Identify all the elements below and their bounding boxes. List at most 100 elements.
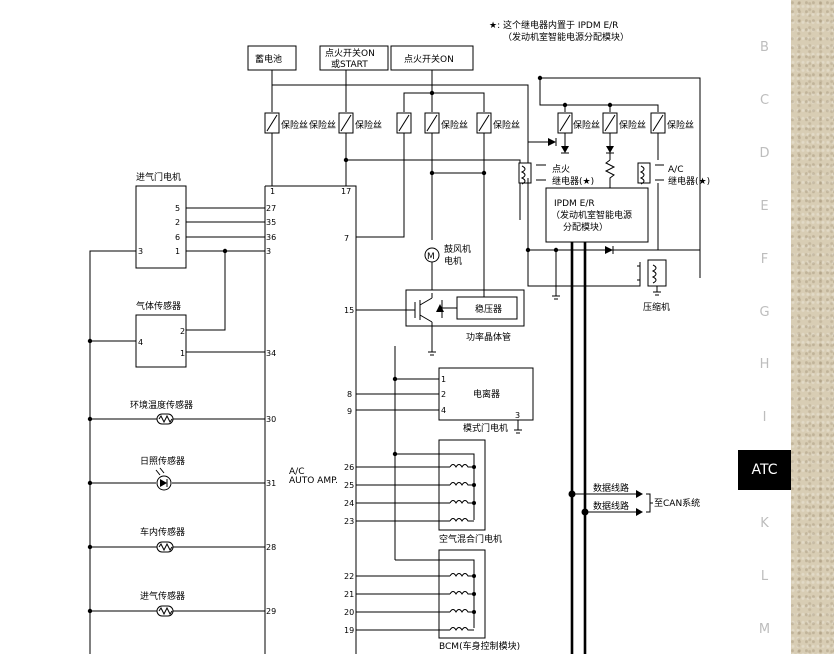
fuse-label-6: 保险丝 <box>573 119 600 131</box>
pin-36: 36 <box>266 233 276 242</box>
sidebar-paper-texture <box>791 0 834 654</box>
battery-box <box>247 45 297 71</box>
ipdm-label-1: IPDM E/R <box>554 199 595 209</box>
ipdm-label-2: （发动机室智能电源 <box>551 209 632 221</box>
tab-l[interactable]: L <box>760 569 769 584</box>
pin-9: 9 <box>347 407 352 416</box>
ambient-sensor-label: 环境温度传感器 <box>130 399 193 411</box>
ignition-relay-label-2: 继电器(★) <box>552 175 594 187</box>
pin-25: 25 <box>344 481 354 490</box>
tab-b[interactable]: B <box>760 40 769 55</box>
amp-label-1: A/C <box>289 467 304 477</box>
fuse-label-3: 保险丝 <box>355 119 382 131</box>
regulator-label: 稳压器 <box>475 303 502 315</box>
pin-8: 8 <box>347 390 352 399</box>
pin-35: 35 <box>266 218 276 227</box>
compressor-label: 压缩机 <box>643 301 670 313</box>
fuse-label-1: 保险丝 <box>281 119 308 131</box>
pin-20: 20 <box>344 608 354 617</box>
pin-28: 28 <box>266 543 276 552</box>
intake-motor-pin-3: 3 <box>138 247 143 256</box>
ipdm-label-3: 分配模块） <box>563 221 608 233</box>
tab-g[interactable]: G <box>759 305 770 320</box>
tab-f[interactable]: F <box>760 252 769 267</box>
pin-17: 17 <box>341 187 351 196</box>
intake-motor-pin-1: 1 <box>175 247 180 256</box>
ionizer-pin-2: 2 <box>441 390 446 399</box>
pin-7: 7 <box>344 234 349 243</box>
pin-31: 31 <box>266 479 276 488</box>
air-mix-motor-label: 空气混合门电机 <box>439 533 502 545</box>
ionizer-pin-1: 1 <box>441 375 446 384</box>
mode-door-motor-label: 模式门电机 <box>463 422 508 434</box>
ignition-relay-label-1: 点火 <box>552 164 570 175</box>
blower-motor-label-1: 鼓风机 <box>444 243 471 255</box>
svg-text:M: M <box>427 252 435 262</box>
pin-24: 24 <box>344 499 354 508</box>
pin-3: 3 <box>266 247 271 256</box>
data-line-label-1: 数据线路 <box>593 482 629 494</box>
relay-note-line2: （发动机室智能电源分配模块） <box>503 31 629 43</box>
gas-sensor-pin-2: 2 <box>180 327 185 336</box>
can-system-label: 至CAN系统 <box>654 497 700 509</box>
tab-i[interactable]: I <box>762 410 767 425</box>
pin-22: 22 <box>344 572 354 581</box>
pin-27: 27 <box>266 204 276 213</box>
ionizer-label: 电离器 <box>473 388 500 400</box>
fuse-label-8: 保险丝 <box>667 119 694 131</box>
relay-note-line1: ★: 这个继电器内置于 IPDM E/R <box>489 19 618 31</box>
tab-h[interactable]: H <box>759 357 770 372</box>
ipdm-module-box <box>545 187 649 243</box>
ignition-on-label: 点火开关ON <box>404 53 454 65</box>
fuse-label-7: 保险丝 <box>619 119 646 131</box>
intake-motor-pin-6: 6 <box>175 233 180 242</box>
data-line-label-2: 数据线路 <box>593 500 629 512</box>
pin-19: 19 <box>344 626 354 635</box>
pin-21: 21 <box>344 590 354 599</box>
sunload-sensor-label: 日照传感器 <box>140 455 185 467</box>
amp-label-2: AUTO AMP. <box>289 476 338 486</box>
intake-door-motor-box <box>135 185 187 269</box>
ac-relay-label-2: 继电器(★) <box>668 175 710 187</box>
ionizer-box <box>438 367 534 421</box>
ignition-on-start-box <box>319 45 389 71</box>
gas-sensor-label: 气体传感器 <box>136 300 181 312</box>
tab-atc[interactable]: ATC <box>738 450 791 490</box>
tab-d[interactable]: D <box>759 146 770 161</box>
intake-motor-pin-2: 2 <box>175 218 180 227</box>
ac-auto-amp-box <box>264 185 357 654</box>
wiring-diagram: ★: 这个继电器内置于 IPDM E/R （发动机室智能电源分配模块） 蓄电池 … <box>87 19 710 654</box>
pin-29: 29 <box>266 607 276 616</box>
ionizer-pin-3: 3 <box>515 411 520 420</box>
incar-sensor-label: 车内传感器 <box>140 526 185 538</box>
battery-label: 蓄电池 <box>255 53 282 65</box>
ignition-on-start-label-1: 点火开关ON <box>325 47 375 59</box>
pin-1: 1 <box>270 187 275 196</box>
tab-e[interactable]: E <box>760 199 769 214</box>
ionizer-pin-4: 4 <box>441 406 446 415</box>
pin-23: 23 <box>344 517 354 526</box>
fuse-label-2: 保险丝 <box>309 119 336 131</box>
fuse-symbols <box>264 112 666 134</box>
gas-sensor-box <box>135 314 187 368</box>
gas-sensor-pin-4: 4 <box>138 338 143 347</box>
tab-k[interactable]: K <box>760 516 769 531</box>
relay-diodes <box>528 138 616 188</box>
pin-26: 26 <box>344 463 354 472</box>
fuse-label-4: 保险丝 <box>441 119 468 131</box>
bcm-coils <box>449 573 476 631</box>
ac-relay-label-1: A/C <box>668 165 683 175</box>
intake-motor-pin-5: 5 <box>175 204 180 213</box>
air-mix-coils <box>449 464 476 522</box>
tab-c[interactable]: C <box>759 93 770 108</box>
ignition-on-start-label-2: 或START <box>331 58 368 70</box>
pin-30: 30 <box>266 415 276 424</box>
pin-15: 15 <box>344 306 354 315</box>
compressor-symbol <box>637 259 667 296</box>
blower-motor-label-2: 电机 <box>444 255 462 267</box>
bcm-label: BCM(车身控制模块) <box>439 640 520 652</box>
fuse-label-5: 保险丝 <box>493 119 520 131</box>
tab-m[interactable]: M <box>758 622 771 637</box>
intake-sensor-label: 进气传感器 <box>140 590 185 602</box>
section-index-sidebar: B C D E F G H I ATC K L M <box>738 0 834 654</box>
